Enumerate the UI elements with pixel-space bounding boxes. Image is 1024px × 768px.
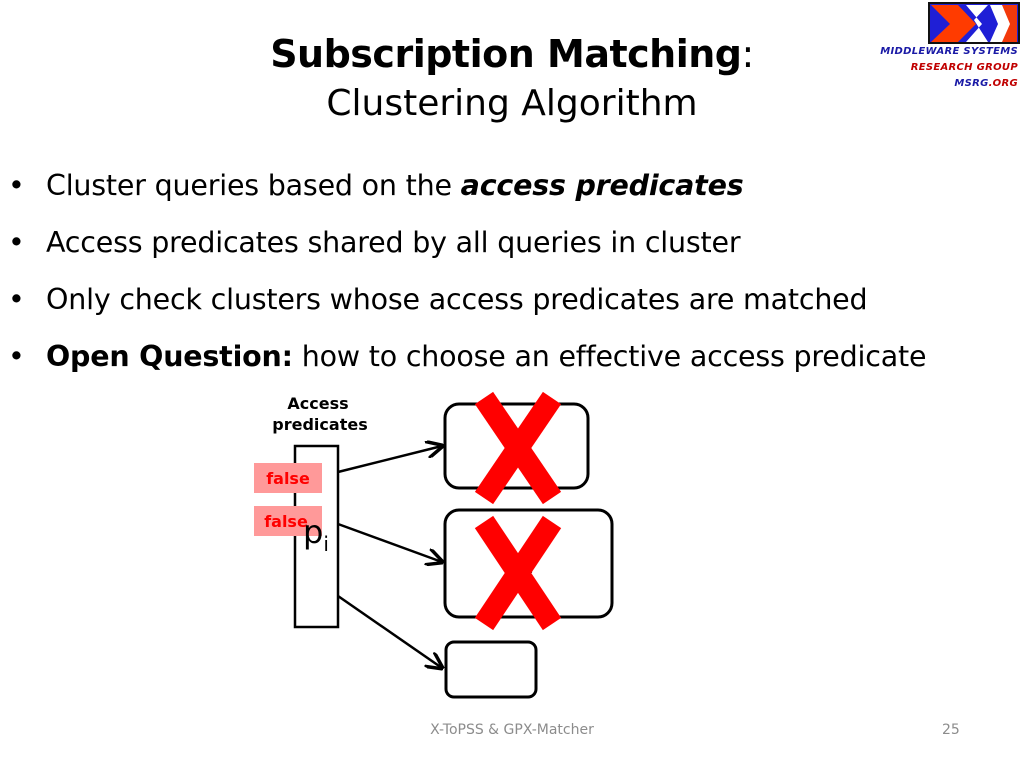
cluster-box-3 <box>444 640 538 699</box>
logo-line-3: MSRG.ORG <box>954 78 1018 89</box>
red-x-cross-icon-1 <box>474 391 562 505</box>
predicate-p: p <box>303 513 323 551</box>
bullet-bold: Open Question: <box>46 340 293 373</box>
arrow-to-cluster-2 <box>337 522 442 562</box>
bullet-text: Only check clusters whose access predica… <box>46 283 868 316</box>
bullet-emphasis: access predicates <box>460 169 744 202</box>
bullet-list: • Cluster queries based on the access pre… <box>8 166 926 394</box>
arrow-to-cluster-1 <box>337 446 442 474</box>
bullet-item: • Open Question: how to choose an effecti… <box>8 337 926 394</box>
red-x-cross-icon-2 <box>474 515 562 631</box>
access-predicates-header-line-1: Access <box>287 394 348 413</box>
slide-title: Subscription Matching: Clustering Algori… <box>0 32 1024 125</box>
logo-line-1: MIDDLEWARE SYSTEMS <box>880 46 1018 57</box>
bullet-item: • Cluster queries based on the access pre… <box>8 166 926 223</box>
bullet-dot-icon: • <box>8 226 25 259</box>
msrg-logo-icon <box>928 2 1020 44</box>
title-bold: Subscription Matching <box>270 32 742 76</box>
footer-text: X-ToPSS & GPX-Matcher <box>430 722 594 738</box>
arrow-to-cluster-3 <box>337 594 442 668</box>
bullet-dot-icon: • <box>8 340 25 373</box>
logo-msrg: MSRG <box>954 78 989 89</box>
title-colon: : <box>741 32 754 76</box>
msrg-logo: MIDDLEWARE SYSTEMS RESEARCH GROUP MSRG.O… <box>862 2 1022 97</box>
bullet-text: Cluster queries based on the <box>46 169 461 202</box>
title-subtitle: Clustering Algorithm <box>326 82 698 124</box>
logo-org: .ORG <box>988 78 1018 89</box>
predicate-p-subscript: i <box>323 532 329 556</box>
false-label-1: false <box>266 469 310 488</box>
bullet-dot-icon: • <box>8 283 25 316</box>
false-label-2: false <box>264 512 308 531</box>
bullet-text: Access predicates shared by all queries … <box>46 226 741 259</box>
false-badge-2 <box>254 506 322 536</box>
title-line-1: Subscription Matching: <box>0 32 1024 78</box>
access-predicates-header-line-2: predicates <box>272 415 367 434</box>
bullet-dot-icon: • <box>8 169 25 202</box>
bullet-item: • Access predicates shared by all queries… <box>8 223 926 280</box>
bullet-text: how to choose an effective access predic… <box>292 340 927 373</box>
logo-line-2: RESEARCH GROUP <box>910 62 1018 73</box>
bullet-item: • Only check clusters whose access predic… <box>8 280 926 337</box>
false-badge-1 <box>254 463 322 493</box>
page-number: 25 <box>942 722 960 738</box>
predicate-p-label: pi <box>303 513 329 556</box>
